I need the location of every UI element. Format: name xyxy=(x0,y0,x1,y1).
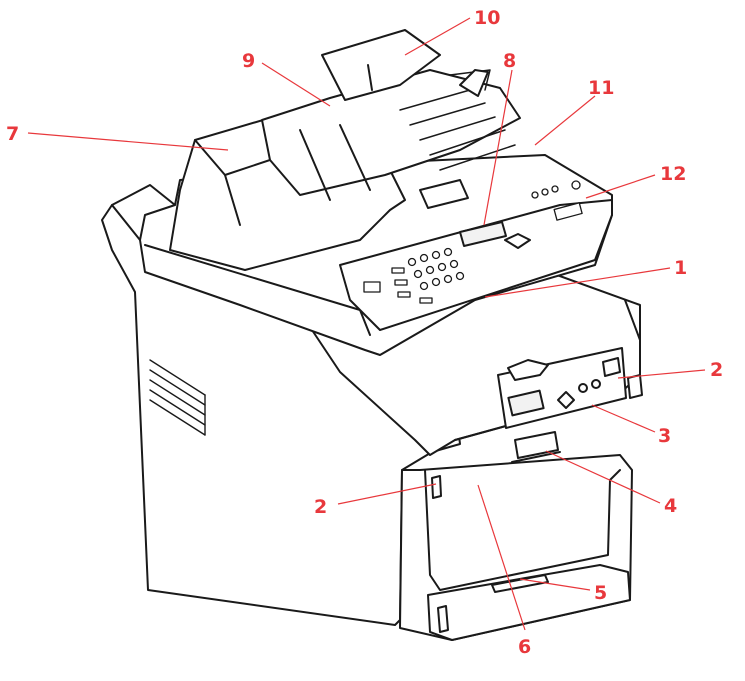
leader-10 xyxy=(404,17,471,56)
leader-2b xyxy=(337,483,437,505)
paper-tray-grip xyxy=(491,574,549,593)
adf-slot-handle xyxy=(419,179,469,209)
adf-guide xyxy=(459,69,489,97)
right-cover-release xyxy=(627,374,643,399)
leader-11 xyxy=(534,95,596,146)
printer-body xyxy=(101,29,643,641)
callout-labels: 1 2 2 3 4 5 6 7 8 9 10 11 12 xyxy=(6,7,723,658)
callout-4: 4 xyxy=(664,495,677,517)
adf-output-tray xyxy=(399,69,516,171)
paper-level-indicator xyxy=(437,605,449,633)
scanner-keypad xyxy=(363,247,465,304)
leader-12 xyxy=(585,174,656,199)
printer-lcd xyxy=(507,389,545,417)
scanner-lcd xyxy=(459,221,507,247)
callout-6: 6 xyxy=(518,636,531,658)
adf-paper-support xyxy=(321,29,441,101)
printer-logo-badge xyxy=(507,359,549,381)
leader-8 xyxy=(483,69,513,226)
callout-3: 3 xyxy=(658,425,671,447)
callout-12: 12 xyxy=(660,163,686,185)
leader-9 xyxy=(261,62,331,107)
left-cover-release xyxy=(431,475,442,499)
leader-7 xyxy=(27,132,229,151)
scanner-nav-pad xyxy=(504,233,531,249)
callout-1: 1 xyxy=(674,257,687,279)
leader-4 xyxy=(545,450,661,504)
callout-5: 5 xyxy=(594,582,607,604)
leader-lines xyxy=(27,17,706,631)
side-vents xyxy=(149,359,206,436)
scanner-right-buttons xyxy=(531,180,583,221)
callout-8: 8 xyxy=(503,50,516,72)
leader-2a xyxy=(617,369,706,379)
paper-tray xyxy=(427,564,631,641)
callout-9: 9 xyxy=(242,50,255,72)
leader-1 xyxy=(484,267,671,298)
callout-2a: 2 xyxy=(710,359,723,381)
front-cover xyxy=(424,469,621,591)
callout-10: 10 xyxy=(474,7,500,29)
callout-2b: 2 xyxy=(314,496,327,518)
callout-7: 7 xyxy=(6,123,19,145)
leader-3 xyxy=(591,404,656,433)
callout-11: 11 xyxy=(588,77,614,99)
leader-6 xyxy=(477,484,526,631)
leader-5 xyxy=(519,578,591,591)
printer-nav-buttons xyxy=(557,391,575,409)
